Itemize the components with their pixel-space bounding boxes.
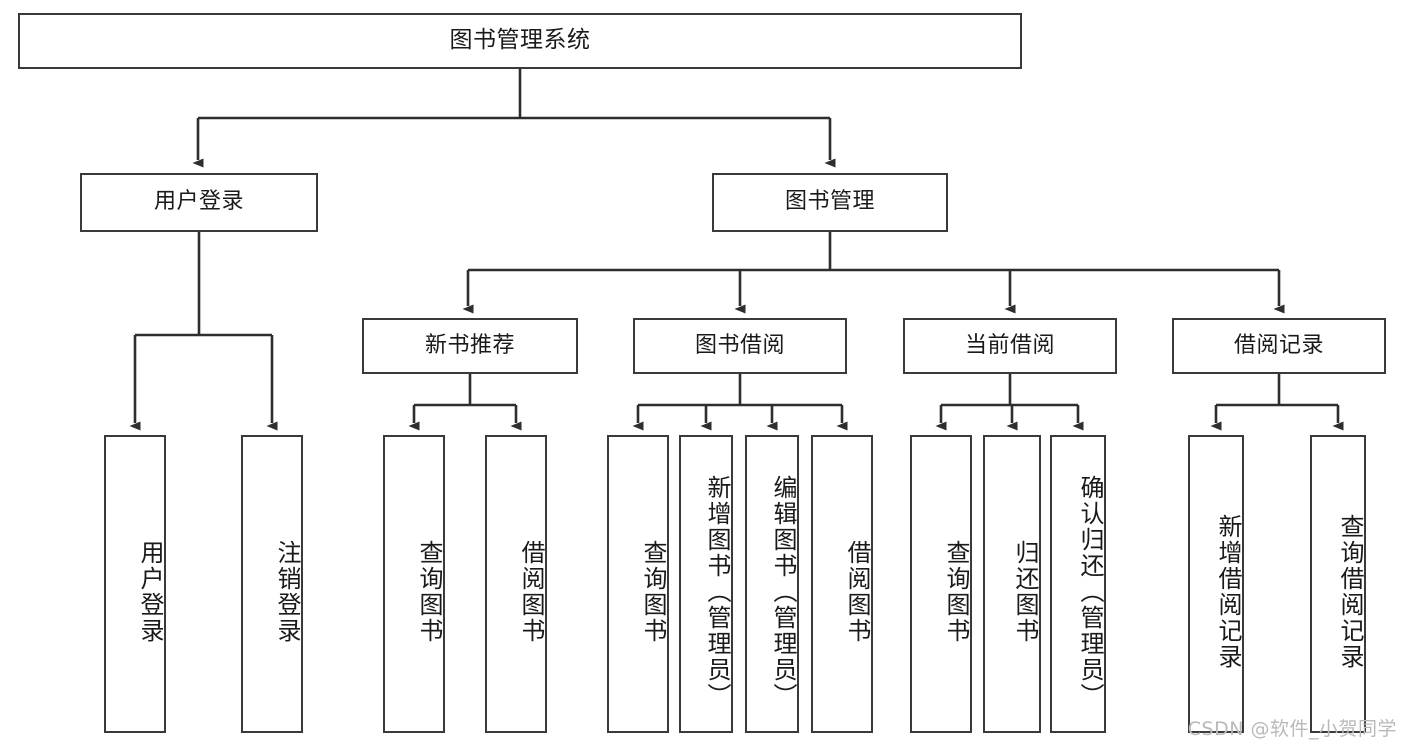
- leaf-borrow-books[interactable]: 借阅图书: [811, 435, 873, 733]
- node-label: 新书推荐: [424, 332, 515, 358]
- leaf-user-login[interactable]: 用户登录: [104, 435, 166, 733]
- node-label: 用户登录: [153, 189, 244, 215]
- node-label: 图书管理: [784, 189, 875, 215]
- leaf-query-books-recommend[interactable]: 查询图书: [383, 435, 445, 733]
- leaf-label: 用户登录: [136, 540, 164, 644]
- node-book-borrowing[interactable]: 图书借阅: [633, 318, 847, 374]
- node-new-book-recommendation[interactable]: 新书推荐: [362, 318, 578, 374]
- leaf-query-books-borrowing[interactable]: 查询图书: [607, 435, 669, 733]
- leaf-edit-book-admin[interactable]: 编辑图书（管理员）: [745, 435, 799, 733]
- node-label: 当前借阅: [964, 332, 1055, 358]
- leaf-return-books[interactable]: 归还图书: [983, 435, 1041, 733]
- leaf-label: 新增图书（管理员）: [703, 475, 731, 709]
- leaf-label: 查询图书: [415, 540, 443, 644]
- node-label: 借阅记录: [1233, 332, 1324, 358]
- leaf-label: 查询图书: [942, 540, 970, 644]
- leaf-add-book-admin[interactable]: 新增图书（管理员）: [679, 435, 733, 733]
- leaf-label: 归还图书: [1011, 540, 1039, 644]
- leaf-label: 编辑图书（管理员）: [769, 475, 797, 709]
- leaf-label: 借阅图书: [843, 540, 871, 644]
- node-current-borrowing[interactable]: 当前借阅: [903, 318, 1117, 374]
- node-root-system[interactable]: 图书管理系统: [18, 13, 1022, 69]
- leaf-label: 新增借阅记录: [1214, 514, 1242, 670]
- leaf-query-borrow-record[interactable]: 查询借阅记录: [1310, 435, 1366, 733]
- leaf-label: 查询借阅记录: [1336, 514, 1364, 670]
- leaf-label: 查询图书: [639, 540, 667, 644]
- leaf-label: 确认归还（管理员）: [1076, 475, 1104, 709]
- leaf-label: 借阅图书: [517, 540, 545, 644]
- node-label: 图书借阅: [694, 332, 785, 358]
- node-borrowing-records[interactable]: 借阅记录: [1172, 318, 1386, 374]
- leaf-label: 注销登录: [273, 540, 301, 644]
- node-root-label: 图书管理系统: [449, 27, 591, 54]
- leaf-confirm-return-admin[interactable]: 确认归还（管理员）: [1050, 435, 1106, 733]
- node-book-management-group[interactable]: 图书管理: [712, 173, 948, 232]
- leaf-borrow-books-recommend[interactable]: 借阅图书: [485, 435, 547, 733]
- leaf-add-borrow-record[interactable]: 新增借阅记录: [1188, 435, 1244, 733]
- watermark-text: CSDN @软件_小贺同学: [1187, 718, 1397, 740]
- leaf-logout[interactable]: 注销登录: [241, 435, 303, 733]
- node-user-login-group[interactable]: 用户登录: [80, 173, 318, 232]
- leaf-query-books-current[interactable]: 查询图书: [910, 435, 972, 733]
